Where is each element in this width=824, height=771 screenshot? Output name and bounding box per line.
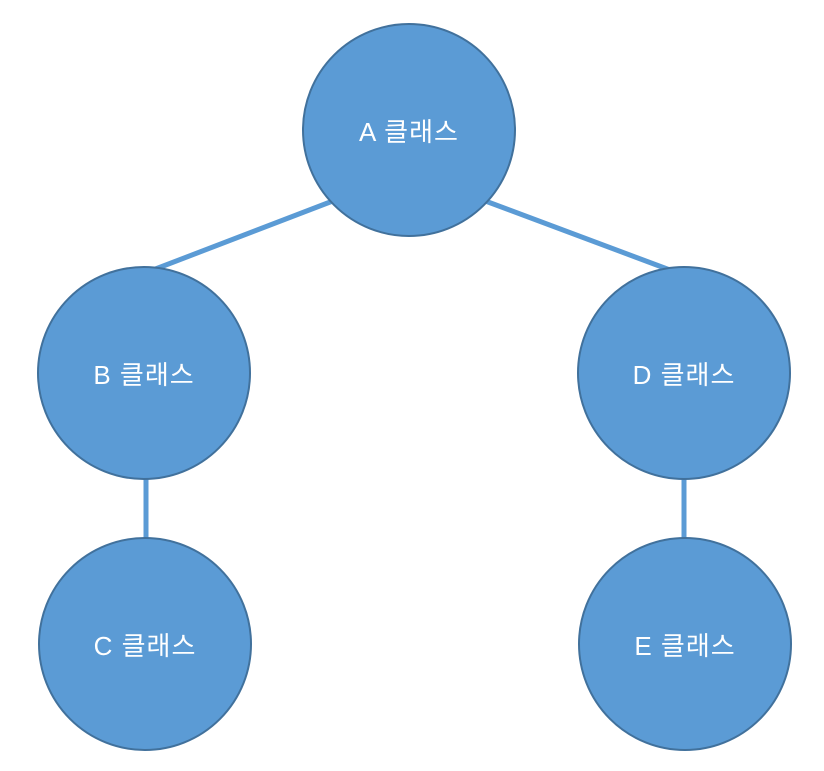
node-a-label: A 클래스 (359, 116, 459, 147)
node-c-label: C 클래스 (93, 630, 197, 661)
node-d-label: D 클래스 (632, 359, 736, 390)
node-e-label: E 클래스 (634, 630, 736, 661)
node-a: A 클래스 (302, 23, 516, 237)
connector-a-b (144, 196, 339, 276)
node-c: C 클래스 (38, 537, 252, 751)
node-b-label: B 클래스 (93, 359, 195, 390)
node-b: B 클래스 (37, 266, 251, 480)
node-d: D 클래스 (577, 266, 791, 480)
connector-a-d (479, 196, 679, 276)
node-e: E 클래스 (578, 537, 792, 751)
